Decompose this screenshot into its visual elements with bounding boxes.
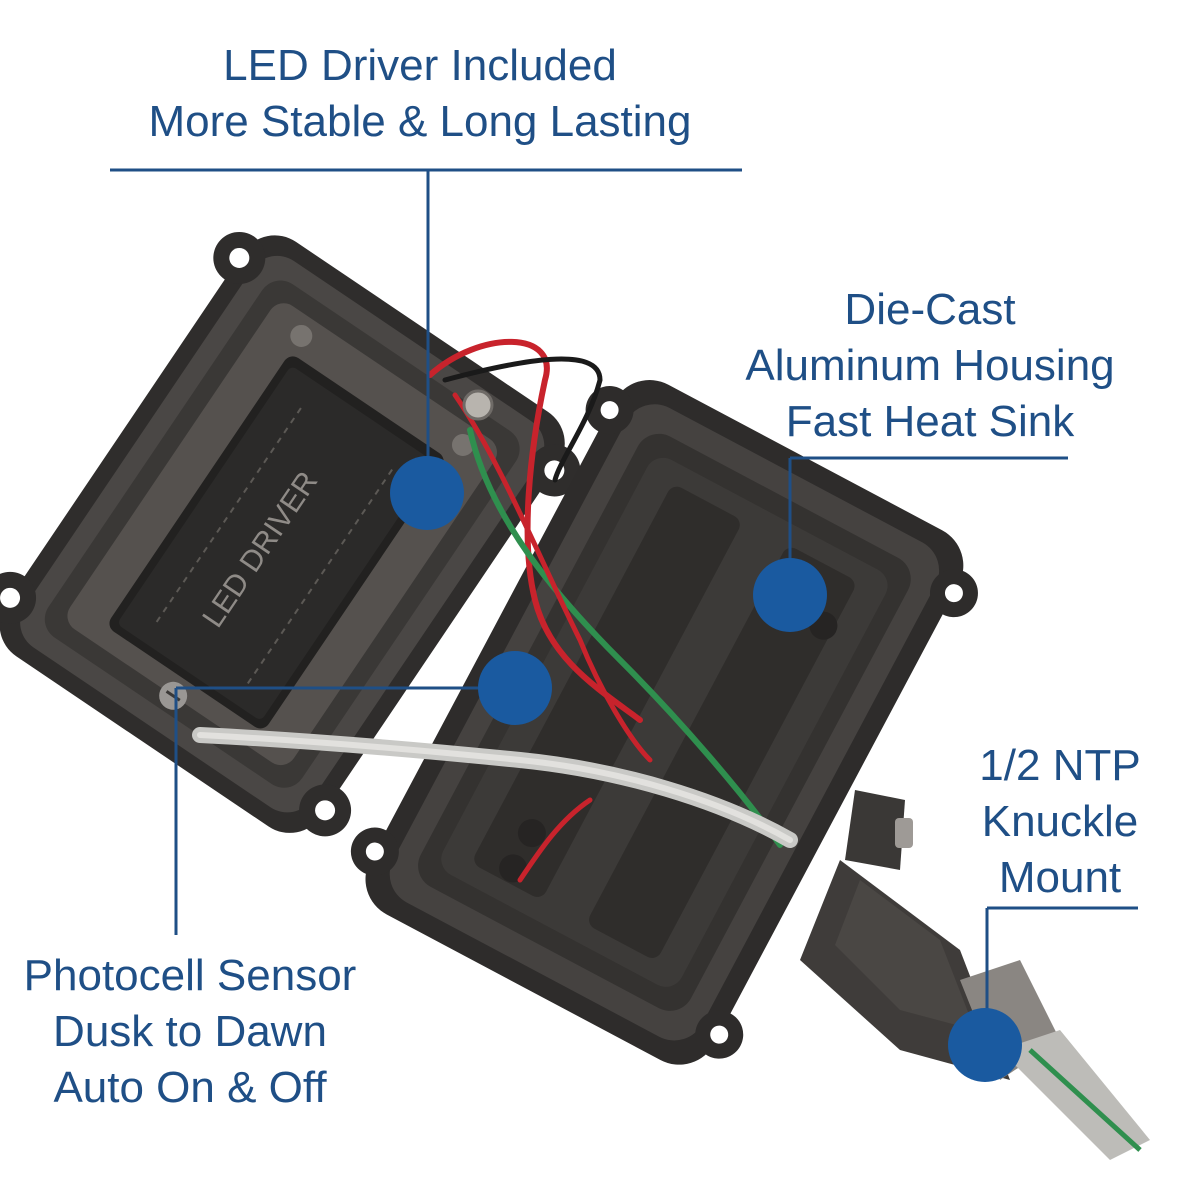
callout-knuckle: 1/2 NTP Knuckle Mount: [960, 738, 1160, 906]
callout-dot-icon: [478, 651, 552, 725]
led-driver-module: LED DRIVER: [109, 356, 444, 729]
callout-dot-icon: [390, 456, 464, 530]
callout-led-driver: LED Driver Included More Stable & Long L…: [100, 38, 740, 150]
callout-knuckle-line1: 1/2 NTP: [979, 741, 1141, 790]
callout-housing-line2: Aluminum Housing: [745, 341, 1115, 390]
callout-housing-line1: Die-Cast: [844, 285, 1016, 334]
callout-dot-icon: [948, 1008, 1022, 1082]
callout-led-driver-line1: LED Driver Included: [223, 41, 617, 90]
housing-body: [350, 380, 978, 1065]
cover-lid: LED DRIVER: [0, 231, 581, 837]
callout-photocell: Photocell Sensor Dusk to Dawn Auto On & …: [0, 948, 380, 1116]
callout-photocell-line3: Auto On & Off: [53, 1063, 327, 1112]
callout-photocell-line1: Photocell Sensor: [23, 951, 357, 1000]
callout-photocell-line2: Dusk to Dawn: [53, 1007, 327, 1056]
callout-housing-line3: Fast Heat Sink: [785, 397, 1075, 446]
callout-housing: Die-Cast Aluminum Housing Fast Heat Sink: [710, 282, 1150, 450]
callout-knuckle-line3: Mount: [998, 853, 1122, 902]
callout-dot-icon: [753, 558, 827, 632]
callout-led-driver-line2: More Stable & Long Lasting: [148, 97, 692, 146]
wiring: [192, 338, 798, 883]
callout-knuckle-line2: Knuckle: [981, 797, 1139, 846]
